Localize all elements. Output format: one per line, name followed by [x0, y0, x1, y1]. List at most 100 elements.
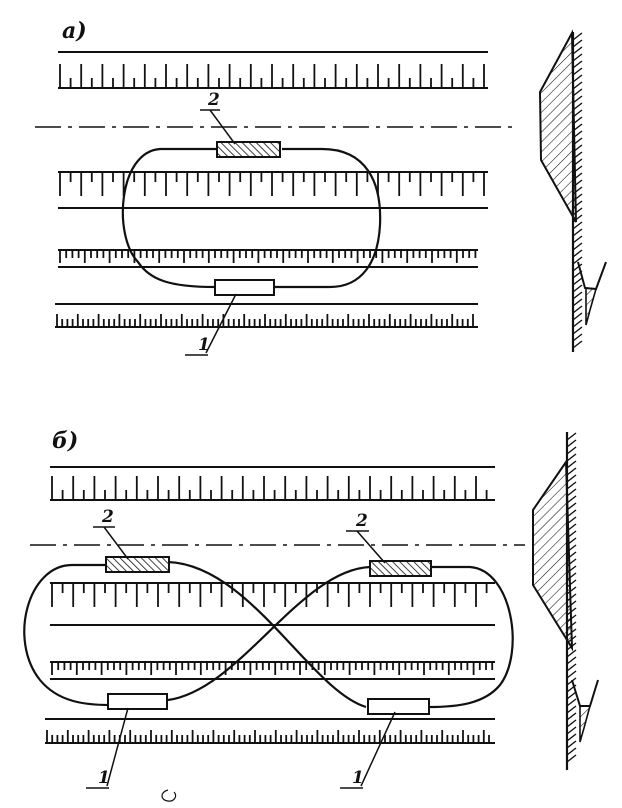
ground-hatch-stroke — [566, 614, 577, 623]
ground-hatch-stroke — [572, 123, 583, 132]
panel-b-callout-1-right-leader — [360, 711, 396, 787]
panel-b-callout-2-right-label: 2 — [355, 511, 368, 531]
ground-hatch-stroke — [566, 565, 577, 574]
panel-a-rail-1-ticks — [59, 64, 485, 88]
ground-hatch-stroke — [566, 621, 577, 630]
ground-hatch-stroke — [566, 649, 577, 658]
ground-hatch-stroke — [572, 228, 583, 237]
ground-hatch-stroke — [566, 558, 577, 567]
ground-hatch-stroke — [566, 495, 577, 504]
panel-b-hatched-marker-right — [369, 560, 432, 577]
panel-b-plain-marker-right — [367, 698, 430, 715]
ground-hatch-stroke — [566, 481, 577, 490]
ground-hatch-stroke — [566, 747, 577, 756]
panel-b-callout-2-left-label: 2 — [101, 507, 114, 527]
ground-hatch-stroke — [566, 439, 577, 448]
panel-b-rail-3-ticks — [51, 662, 494, 675]
ground-hatch-stroke — [572, 333, 583, 342]
ground-hatch-stroke — [572, 284, 583, 293]
panel-b-ditch-fill — [579, 705, 592, 743]
ground-hatch-stroke — [566, 684, 577, 693]
ground-hatch-stroke — [566, 488, 577, 497]
ground-hatch-stroke — [566, 712, 577, 721]
ground-hatch-stroke — [572, 312, 583, 321]
ground-hatch-stroke — [572, 200, 583, 209]
ground-hatch-stroke — [566, 432, 577, 441]
ground-hatch-stroke — [566, 740, 577, 749]
ground-hatch-stroke — [566, 544, 577, 553]
panel-a-hatched-marker — [216, 141, 281, 158]
ground-hatch-stroke — [566, 705, 577, 714]
ground-hatch-stroke — [572, 151, 583, 160]
ground-hatch-stroke — [572, 242, 583, 251]
ground-hatch-stroke — [572, 277, 583, 286]
panel-b-ground-hatch — [566, 432, 577, 763]
panel-b-loop-left — [23, 563, 111, 707]
ground-hatch-stroke — [572, 326, 583, 335]
panel-a-rail-3-ticks — [59, 250, 477, 263]
ground-hatch-stroke — [572, 186, 583, 195]
ground-hatch-stroke — [572, 46, 583, 55]
panel-a-ditch — [577, 261, 607, 291]
ground-hatch-stroke — [572, 39, 583, 48]
panel-a-embankment — [538, 29, 577, 223]
ground-hatch-stroke — [572, 291, 583, 300]
ground-hatch-stroke — [572, 214, 583, 223]
ground-hatch-stroke — [572, 340, 583, 349]
panel-b-callout-2-right-leader — [356, 530, 386, 564]
ground-hatch-stroke — [566, 656, 577, 665]
panel-b-hatched-marker-left — [105, 556, 170, 573]
ground-hatch-stroke — [572, 263, 583, 272]
ground-hatch-stroke — [572, 67, 583, 76]
ground-hatch-stroke — [572, 249, 583, 258]
panel-a-callout-1-label: 1 — [198, 335, 210, 355]
panel-b-cross-1 — [167, 560, 367, 709]
panel-a-cross-section — [538, 29, 607, 352]
panel-a-rail-4-ticks — [56, 314, 474, 327]
panel-b-callout-1-left-leader — [106, 707, 129, 787]
ground-hatch-stroke — [572, 165, 583, 174]
ground-hatch-stroke — [566, 719, 577, 728]
ground-hatch-stroke — [566, 607, 577, 616]
ground-hatch-stroke — [572, 319, 583, 328]
ground-hatch-stroke — [566, 509, 577, 518]
panel-b-callout-2-left-leader — [103, 526, 129, 560]
ground-hatch-stroke — [566, 691, 577, 700]
ground-hatch-stroke — [572, 116, 583, 125]
ground-hatch-stroke — [566, 586, 577, 595]
panel-b-cross-2 — [167, 565, 371, 702]
ground-hatch-stroke — [572, 109, 583, 118]
ground-hatch-stroke — [566, 523, 577, 532]
panel-a-callout-2-label: 2 — [207, 90, 220, 110]
panel-b-callout-1-left-label: 1 — [98, 768, 110, 788]
ground-hatch-stroke — [572, 144, 583, 153]
ground-hatch-stroke — [566, 726, 577, 735]
ground-hatch-stroke — [572, 193, 583, 202]
ground-hatch-stroke — [572, 270, 583, 279]
ground-hatch-stroke — [572, 298, 583, 307]
ground-hatch-stroke — [566, 579, 577, 588]
ground-hatch-stroke — [566, 502, 577, 511]
ground-hatch-stroke — [572, 74, 583, 83]
ground-hatch-stroke — [572, 172, 583, 181]
ground-hatch-stroke — [566, 663, 577, 672]
ground-hatch-stroke — [566, 635, 577, 644]
ground-hatch-stroke — [566, 551, 577, 560]
ground-hatch-stroke — [566, 670, 577, 679]
ground-hatch-stroke — [566, 446, 577, 455]
panel-b-rail-1-ticks — [51, 476, 488, 500]
ground-hatch-stroke — [566, 733, 577, 742]
panel-a-callout-1-leader — [205, 293, 237, 354]
ground-hatch-stroke — [566, 530, 577, 539]
panel-b-rail-2-ticks — [51, 583, 488, 607]
panel-a-plain-marker — [214, 279, 275, 296]
ground-hatch-stroke — [566, 516, 577, 525]
ground-hatch-stroke — [572, 235, 583, 244]
ground-hatch-stroke — [566, 467, 577, 476]
ground-hatch-stroke — [572, 88, 583, 97]
panel-b-ditch — [571, 679, 599, 707]
ground-hatch-stroke — [566, 572, 577, 581]
ground-hatch-stroke — [572, 179, 583, 188]
